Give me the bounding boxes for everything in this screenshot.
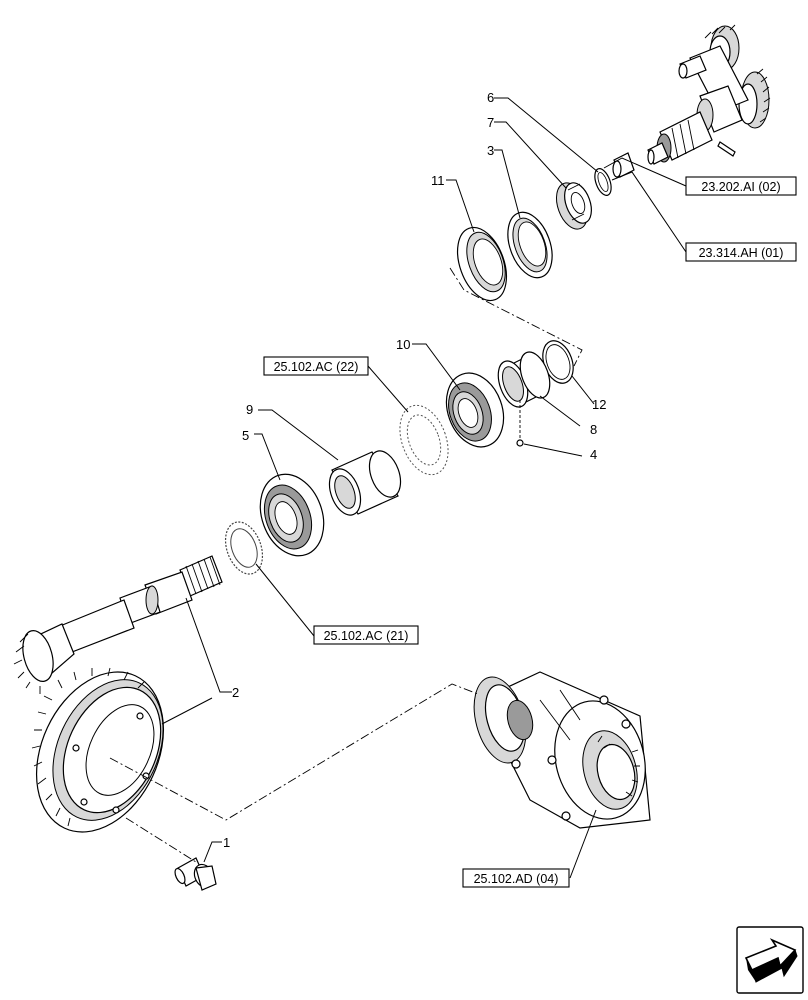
callout-11: 11 [431, 173, 445, 188]
ring-gear-2 [31, 667, 165, 833]
ring-12 [542, 340, 574, 384]
reference-23202-label: 23.202.AI (02) [701, 180, 780, 194]
reference-25102-ad-label: 25.102.AD (04) [474, 872, 559, 886]
arrow-nav-icon[interactable] [736, 926, 804, 994]
centerlines [109, 267, 583, 863]
bushing-23314 [612, 152, 635, 178]
callout-12: 12 [592, 397, 606, 412]
callout-6: 6 [487, 90, 494, 105]
shim-21 [224, 521, 264, 575]
callout-3: 3 [487, 143, 494, 158]
callout-1: 1 [223, 835, 230, 850]
sleeve-9 [328, 450, 402, 516]
reference-23314-label: 23.314.AH (01) [699, 246, 784, 260]
reference-25102-22-label: 25.102.AC (22) [274, 360, 359, 374]
upper-shaft-assembly [647, 24, 771, 165]
washer-11 [456, 226, 508, 302]
nut-7 [555, 182, 592, 230]
differential-housing [473, 671, 651, 829]
bolt-1 [174, 857, 217, 891]
reference-23202[interactable]: 23.202.AI (02) [685, 176, 797, 196]
pinion-shaft-2 [13, 555, 223, 694]
callout-5: 5 [242, 428, 249, 443]
reference-23314[interactable]: 23.314.AH (01) [685, 242, 797, 262]
reference-25102-22[interactable]: 25.102.AC (22) [263, 356, 369, 376]
bearing-10 [445, 372, 505, 448]
callout-8: 8 [590, 422, 597, 437]
snap-ring-6 [594, 168, 612, 196]
bearing-5 [259, 473, 325, 557]
shim-ghost-22 [399, 404, 449, 476]
reference-25102-21[interactable]: 25.102.AC (21) [313, 625, 419, 645]
spacer-8 [497, 351, 551, 408]
leader-lines [161, 97, 687, 879]
reference-25102-21-label: 25.102.AC (21) [324, 629, 409, 643]
callout-10: 10 [396, 337, 410, 352]
callout-9: 9 [246, 402, 253, 417]
callout-4: 4 [590, 447, 597, 462]
ring-3 [507, 211, 553, 279]
reference-25102-ad[interactable]: 25.102.AD (04) [462, 868, 570, 888]
callout-numbers: 6 7 3 11 10 12 9 8 5 4 2 1 [223, 90, 606, 850]
callout-2: 2 [232, 685, 239, 700]
callout-7: 7 [487, 115, 494, 130]
